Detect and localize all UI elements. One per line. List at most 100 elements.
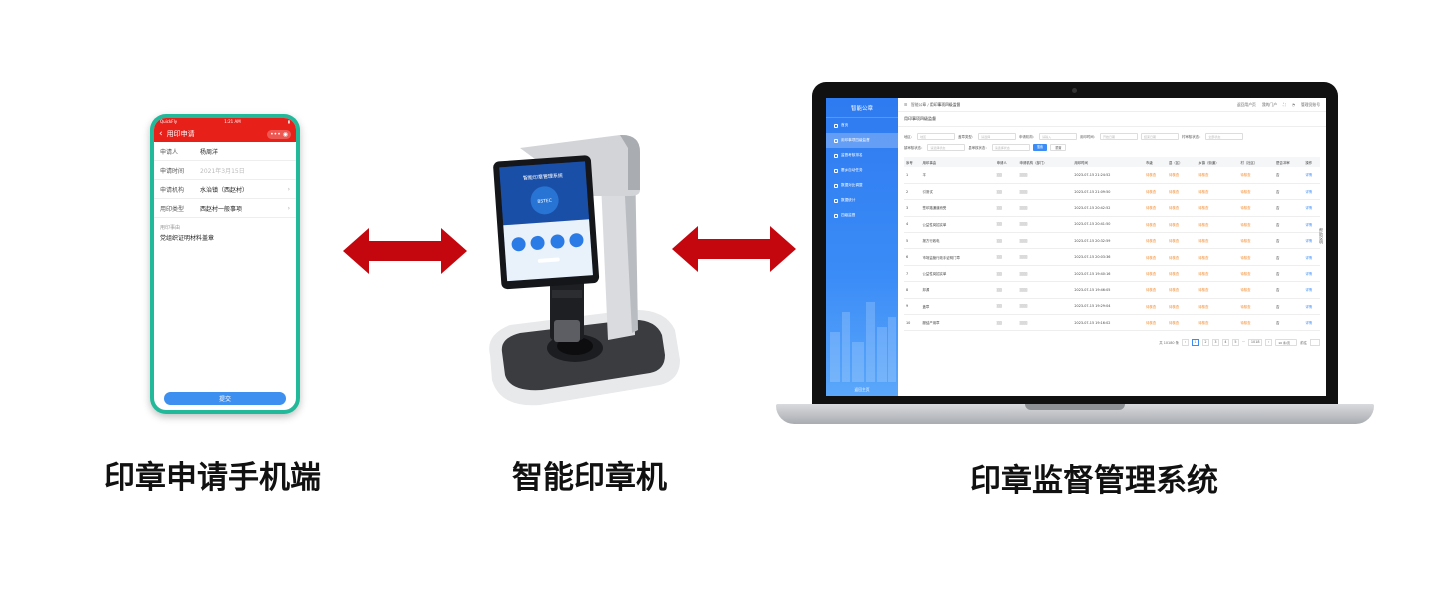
form-row-org[interactable]: 申请机构 水治镇（西赵村） › [154,180,296,199]
submit-button[interactable]: 提交 [164,392,286,405]
reset-button[interactable]: 重置 [1050,144,1067,151]
applicant-field[interactable]: 杨周洋 [200,148,219,156]
phone-header: ‹ 用印申请 ••• ◉ [154,126,296,142]
column-header: 是否冲审 [1274,157,1304,167]
seal-type-select[interactable]: 请选择 [978,133,1017,140]
seal-time: 2023-07-15 20:32:59 [1072,232,1145,250]
page-button[interactable]: 1018 [1248,338,1263,346]
village-status: 待核查 [1238,232,1275,250]
sidebar-item-stats[interactable]: 数据统计 [826,193,898,208]
return-home-link[interactable]: 返回主页 [854,387,870,392]
detail-link[interactable]: 详情 [1303,248,1320,266]
admin-account[interactable]: 管理员账号 [1301,101,1320,107]
detail-link[interactable]: 详情 [1303,265,1320,283]
form-row-type[interactable]: 用印类型 西赵村一般事项 › [154,199,296,218]
review-flag: 否 [1274,232,1304,250]
form-row-time: 申请时间 2021年3月15日 [154,161,296,180]
sidebar-item-home[interactable]: 首页 [826,118,898,133]
county-status: 待核查 [1166,199,1197,217]
city-status: 待核查 [1144,232,1167,250]
sidebar-item-supervision[interactable]: 用印事项四级监督 [826,133,898,148]
county-status-select[interactable]: 请选择状态 [991,144,1030,151]
start-date-input[interactable]: 开始日期 [1100,133,1139,140]
menu-icon [834,183,838,188]
return-user-page-link[interactable]: 返回用户页 [1236,101,1256,107]
phone-status-bar: QuickFly 1:21 AM ▮ [154,118,296,126]
portal-link[interactable]: 我的门户 [1261,101,1278,107]
review-flag: 否 [1274,281,1304,299]
column-header: 市级 [1144,157,1167,167]
goto-label: 前往 [1300,340,1307,345]
org-input[interactable]: 请输入 [1039,133,1078,140]
detail-link[interactable]: 详情 [1303,199,1320,217]
help-tab[interactable]: 帮助说明 [1319,228,1324,244]
field-label: 申请机构 [160,186,185,194]
county-status: 待核查 [1166,216,1197,234]
sidebar-item-ranking[interactable]: 监督考核排名 [826,148,898,163]
region-select[interactable]: 地区 [917,133,956,140]
next-page-button[interactable]: › [1265,338,1273,346]
filter-row: 镇审核状态： 请选择状态 县审核状态： 请选择状态 搜索 重置 [904,142,1320,153]
menu-icon [834,198,838,203]
more-icon[interactable]: ••• [270,130,281,138]
sidebar-item-tasks[interactable]: 履乡自动任务 [826,163,898,178]
detail-link[interactable]: 详情 [1303,298,1320,316]
phone-time: 1:21 AM [224,119,241,124]
seal-time: 2023-07-15 21:09:50 [1072,183,1145,201]
chevron-right-icon: › [287,204,290,212]
org-masked: ▒▒▒ [1017,281,1073,299]
org-masked: ▒▒▒ [1017,314,1073,332]
org-field[interactable]: 水治镇（西赵村） [200,186,249,194]
seal-type-field[interactable]: 西赵村一般事项 [200,205,243,213]
seal-reason: 报方行政电 [920,232,995,250]
town-status: 待核查 [1196,216,1239,234]
town-status: 待核查 [1196,248,1239,266]
menu-fold-icon[interactable]: ☰ [904,101,908,107]
page-button[interactable]: 2 [1201,338,1209,346]
prev-page-button[interactable]: ‹ [1181,338,1189,346]
county-status: 待核查 [1166,232,1197,250]
review-flag: 否 [1274,199,1304,217]
end-date-input[interactable]: 结束日期 [1141,133,1180,140]
fullscreen-icon[interactable]: ⛶ [1283,101,1286,107]
applicant-masked: ▒▒ [994,232,1018,250]
user-icon[interactable]: ◔ [1291,101,1296,107]
search-button[interactable]: 搜索 [1032,144,1048,151]
form-row-applicant: 申请人 杨周洋 [154,142,296,161]
breadcrumb-home[interactable]: 智能公章 [911,101,927,107]
detail-link[interactable]: 详情 [1303,183,1320,201]
page-button[interactable]: 3 [1211,338,1219,346]
main-content: ☰ 智能公章 / 用印事项四级监督 返回用户页 我的门户 ⛶ ◔ 管理员账号 用… [898,98,1326,396]
page-button[interactable]: 4 [1221,338,1229,346]
detail-link[interactable]: 详情 [1303,281,1320,299]
town-status: 待核查 [1196,298,1239,316]
row-index: 10 [904,314,921,332]
sidebar-item-compare[interactable]: 数据对比调整 [826,178,898,193]
applicant-masked: ▒▒ [994,183,1018,201]
page-button[interactable]: 5 [1231,338,1239,346]
org-masked: ▒▒▒ [1017,298,1073,316]
sidebar-item-four-level[interactable]: 四级监督 [826,208,898,223]
apply-time-field[interactable]: 2021年3月15日 [200,167,245,175]
detail-link[interactable]: 详情 [1303,216,1320,234]
seal-time: 2023-07-15 19:16:02 [1072,314,1145,332]
detail-link[interactable]: 详情 [1303,232,1320,250]
page-button[interactable]: 1 [1191,338,1199,346]
detail-link[interactable]: 详情 [1303,167,1320,184]
detail-link[interactable]: 详情 [1303,314,1320,332]
reason-textarea[interactable]: 党组织证明材料盖章 [160,235,215,242]
column-header: 申请机构（部门） [1017,157,1073,167]
seal-time: 2023-07-15 19:40:16 [1072,265,1145,283]
town-status-select[interactable]: 请选择状态 [927,144,966,151]
goto-page-input[interactable] [1310,338,1320,346]
mini-program-capsule[interactable]: ••• ◉ [267,129,291,139]
county-status: 待核查 [1166,248,1197,266]
applicant-masked: ▒▒ [994,298,1018,316]
close-circle-icon[interactable]: ◉ [282,130,288,138]
back-icon[interactable]: ‹ [159,129,163,139]
village-status-select[interactable]: 全部状态 [1205,133,1244,140]
page-size-select[interactable]: 10 条/页 [1275,338,1298,346]
